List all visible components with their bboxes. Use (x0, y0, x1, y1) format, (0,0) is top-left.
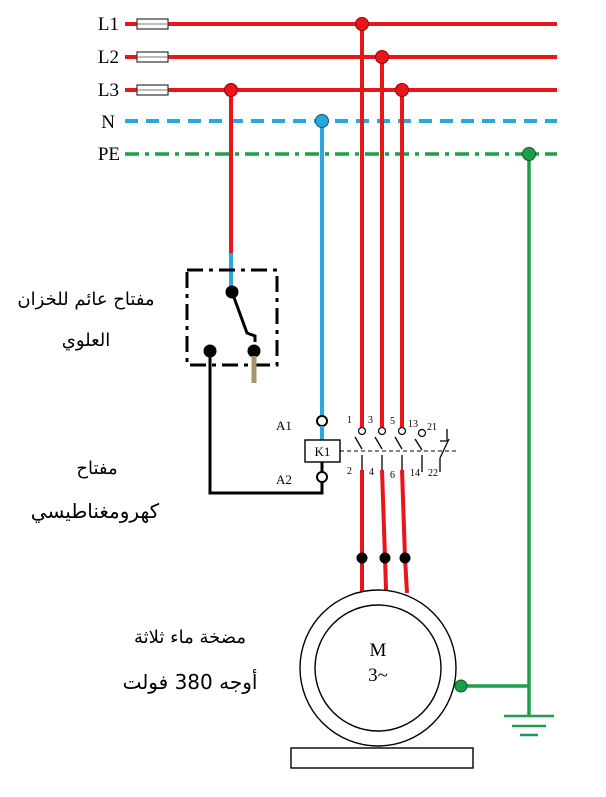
contact-number-bottom-6: 6 (390, 470, 395, 481)
bus-label-n: N (101, 112, 115, 133)
earthing (454, 679, 554, 737)
contact-number-top-21: 21 (427, 422, 437, 433)
contact-number-top-13: 13 (408, 419, 418, 430)
contact-number-bottom-4: 4 (369, 467, 374, 478)
contact-number-bottom-22: 22 (428, 468, 438, 479)
motor-feeds (356, 469, 411, 594)
ground-symbol-icon (504, 714, 554, 737)
junction-l3 (395, 83, 409, 97)
contact-1-terminal (357, 426, 367, 436)
bus-label-pe: PE (98, 144, 120, 165)
junction-n (315, 114, 329, 128)
fuse-l2 (136, 51, 169, 63)
contactor-label-line1: مفتاح (76, 458, 117, 479)
motor-symbol: M (370, 640, 387, 661)
junctions (224, 17, 536, 161)
motor-phase: 3~ (368, 665, 388, 686)
pump-motor: M 3~ (290, 589, 474, 769)
coil-terminal-a2 (316, 471, 328, 483)
main-contacts (354, 426, 407, 470)
contact-13-14-blade (414, 438, 423, 451)
motor-earth-terminal (454, 679, 468, 693)
fuse-l3 (136, 84, 169, 96)
contactor-label-line2: كهرومغناطيسي (31, 499, 160, 524)
bus-label-l3: L3 (98, 80, 119, 101)
contact-number-bottom-2: 2 (347, 466, 352, 477)
contact-5-terminal (397, 426, 407, 436)
contact-21-22-blade (439, 438, 450, 459)
contact-numbers: 1 3 5 13 21 2 4 6 14 22 (347, 415, 438, 481)
control-return-wire (208, 351, 324, 495)
float-switch-terminal-right (247, 344, 261, 358)
contact-3-terminal (377, 426, 387, 436)
motor-inner-frame (314, 604, 442, 732)
motor-terminal-u (356, 552, 368, 564)
junction-pe (522, 147, 536, 161)
contact-number-top-1: 1 (347, 415, 352, 426)
contact-number-bottom-14: 14 (410, 468, 420, 479)
contact-3-4-blade (374, 436, 383, 450)
motor-terminal-w (399, 552, 411, 564)
contactor-coil: K1 A1 A2 (276, 415, 458, 487)
contact-number-top-3: 3 (368, 415, 373, 426)
motor-terminal-v (379, 552, 391, 564)
junction-l1 (355, 17, 369, 31)
auxiliary-contacts (414, 428, 450, 472)
coil-terminal-a1 (316, 415, 328, 427)
motor-base (290, 747, 474, 769)
coil-label: K1 (315, 444, 331, 459)
coil-terminal-a1-label: A1 (276, 418, 292, 433)
motor-label-line1: مضخة ماء ثلاثة (134, 627, 246, 648)
coil-terminal-a2-label: A2 (276, 472, 292, 487)
junction-l3-control (224, 83, 238, 97)
contact-1-2-blade (354, 436, 363, 450)
contact-5-6-blade (394, 436, 403, 450)
float-switch-blade (230, 291, 257, 342)
float-switch-enclosure (185, 268, 279, 367)
junction-l2 (375, 50, 389, 64)
supply-buses: L1 L2 L3 N PE (98, 14, 557, 165)
bus-label-l1: L1 (98, 14, 119, 35)
float-switch-label-line2: العلوي (62, 330, 111, 351)
motor-label-line2: أوجه 380 فولت (123, 669, 258, 694)
contact-number-top-5: 5 (390, 416, 395, 427)
contact-21-22-nc-symbol (440, 429, 448, 442)
fuse-l1 (136, 18, 169, 30)
contact-13-terminal (417, 428, 427, 438)
bus-label-l2: L2 (98, 47, 119, 68)
float-switch-label-line1: مفتاح عائم للخزان (17, 289, 154, 310)
